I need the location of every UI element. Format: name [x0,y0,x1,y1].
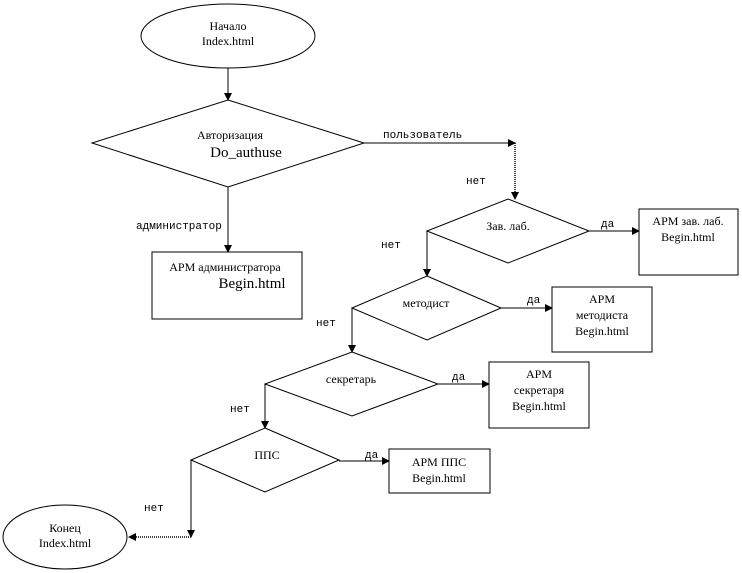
end-ellipse [2,504,128,570]
edge-label-metodist-no: нет [316,318,336,330]
zavlab-decision: Зав. лаб. [425,198,591,264]
auth-line-2: Do_authuse [210,145,282,161]
sekretar-decision: секретарь [263,351,440,417]
edge-label-sekretar-no: нет [230,404,250,416]
start-node: Начало Index.html [140,3,316,69]
metodist-box-line-1: АРМ [589,292,615,306]
edge-label-zavlab-yes: да [601,219,615,231]
admin-line-1: АРМ администратора [169,260,281,274]
sekretar-rect [488,361,590,429]
metodist-box-line-3: Begin.html [575,324,629,338]
sekretar-diamond [263,351,440,417]
pps-box-line-1: АРМ ППС [412,455,466,469]
auth-line-1: Авторизация [197,128,263,142]
metodist-rect [551,286,653,353]
pps-decision: ППС [189,427,341,493]
edge-label-sekretar-yes: да [452,372,466,384]
metodist-box-line-2: методиста [576,308,629,322]
admin-line-2: Begin.html [218,276,285,292]
start-line-2: Index.html [202,34,255,48]
edge-label-metodist-yes: да [527,295,541,307]
metodist-label: методист [403,296,451,310]
admin-rect [151,251,303,320]
metodist-decision: методист [350,275,503,341]
pps-box: АРМ ППС Begin.html [388,448,491,494]
sekretar-box: АРМ секретаря Begin.html [488,361,590,429]
zavlab-box: АРМ зав. лаб. Begin.html [638,208,739,276]
sekretar-box-line-1: АРМ [526,367,552,381]
edge-label-admin: администратор [136,221,222,233]
end-node: Конец Index.html [2,504,128,570]
zavlab-box-line-2: Begin.html [661,230,715,244]
zavlab-label: Зав. лаб. [486,219,529,233]
pps-rect [388,448,491,494]
metodist-box: АРМ методиста Begin.html [551,286,653,353]
admin-box: АРМ администратора Begin.html [151,251,303,320]
sekretar-box-line-3: Begin.html [512,399,566,413]
auth-decision: Авторизация Do_authuse [90,99,366,188]
metodist-diamond [350,275,503,341]
edge-label-no-top: нет [466,176,486,188]
edge-label-pps-yes: да [365,450,379,462]
pps-box-line-2: Begin.html [412,471,466,485]
zavlab-rect [638,208,739,276]
edge-label-zavlab-no: нет [381,240,401,252]
start-line-1: Начало [210,19,247,33]
pps-label: ППС [254,448,279,462]
zavlab-diamond [425,198,591,264]
sekretar-box-line-2: секретаря [514,383,565,397]
zavlab-box-line-1: АРМ зав. лаб. [652,214,723,228]
end-line-2: Index.html [39,536,92,550]
edge-label-user: пользователь [383,130,462,142]
end-line-1: Конец [49,521,81,535]
sekretar-label: секретарь [326,372,377,386]
pps-diamond [189,427,341,493]
edge-label-pps-no: нет [144,503,164,515]
auth-diamond [90,99,366,188]
